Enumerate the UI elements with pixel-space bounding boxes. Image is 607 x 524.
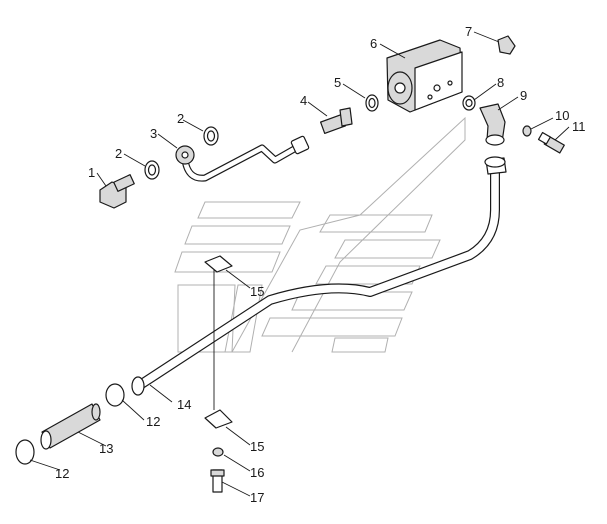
callout-3: 3 (150, 126, 157, 141)
screw-11 (537, 131, 565, 154)
callout-8: 8 (497, 75, 504, 90)
callout-12b: 12 (55, 466, 69, 481)
nut-16 (212, 447, 224, 457)
pipe-3-4 (181, 135, 310, 182)
callout-2b: 2 (177, 111, 184, 126)
banjo-3-hole (181, 151, 189, 159)
washer-2b-hole (206, 130, 216, 142)
leader-lines (29, 31, 570, 497)
bolt-17 (210, 469, 225, 493)
watermark-logo (174, 116, 466, 353)
pipe-14 (131, 156, 507, 396)
seal-ring-5-hole (368, 97, 376, 109)
callout-10: 10 (555, 108, 569, 123)
callout-12a: 12 (146, 414, 160, 429)
banjo-bolt-1 (99, 174, 135, 209)
callout-13: 13 (99, 441, 113, 456)
clip-15a (204, 255, 233, 410)
washer-2a-hole (147, 164, 157, 176)
callout-16: 16 (250, 465, 264, 480)
washer-10 (522, 125, 532, 137)
callout-11: 11 (572, 119, 586, 134)
callout-17: 17 (250, 490, 264, 505)
callout-4: 4 (300, 93, 307, 108)
callout-15a: 15 (250, 284, 264, 299)
callout-14: 14 (177, 397, 191, 412)
sleeve-13 (40, 403, 101, 450)
clip-15b (204, 409, 233, 429)
elbow-9 (479, 103, 506, 146)
callout-15b: 15 (250, 439, 264, 454)
fitting-4 (320, 107, 353, 135)
callout-5: 5 (334, 75, 341, 90)
callout-7: 7 (465, 24, 472, 39)
callout-2a: 2 (115, 146, 122, 161)
clamp-12b (15, 439, 35, 465)
callout-1: 1 (88, 165, 95, 180)
fitting-7 (497, 35, 516, 55)
clamp-12a (105, 383, 125, 407)
o-ring-8-hole (465, 98, 473, 108)
callout-6: 6 (370, 36, 377, 51)
hydraulic-pump-6 (386, 39, 463, 113)
callout-9: 9 (520, 88, 527, 103)
